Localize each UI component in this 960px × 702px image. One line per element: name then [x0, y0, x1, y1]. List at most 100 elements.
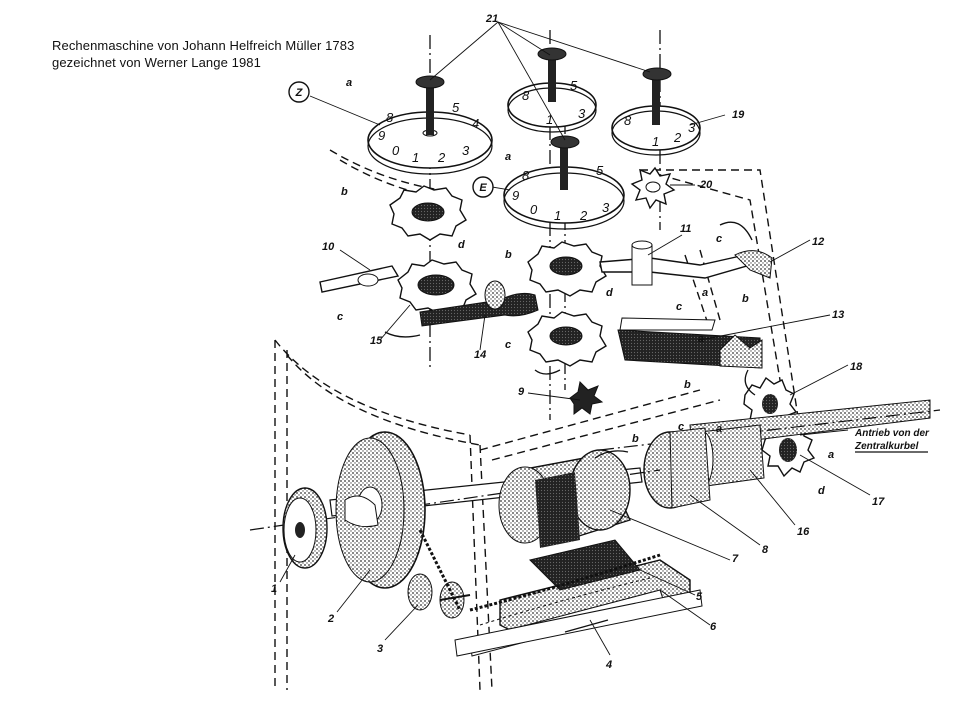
- dial-digit: 8: [522, 88, 530, 103]
- gear-b-left: [389, 185, 467, 241]
- dial-e: 8 9 0 1 2 3 5: [503, 135, 625, 230]
- leader-lines: [279, 21, 871, 656]
- letter-label: b: [742, 293, 749, 305]
- lever-10: [319, 265, 400, 293]
- dial-digit: 0: [530, 202, 538, 217]
- part-number: 4: [605, 659, 612, 671]
- letter-label: d: [606, 287, 613, 299]
- dial-digit: 1: [652, 134, 659, 149]
- letter-label: b: [505, 249, 512, 261]
- part-number: 17: [872, 496, 885, 508]
- drum-8: [643, 427, 711, 509]
- circle-label-e: E: [472, 176, 494, 198]
- letter-label: b: [684, 379, 691, 391]
- dial-digit: 0: [392, 143, 400, 158]
- dial-digit: 2: [579, 208, 588, 223]
- circle-label-z: Z: [288, 81, 310, 103]
- drive-label: Antrieb von der Zentralkurbel: [854, 428, 930, 453]
- star-wheel-20: [630, 166, 676, 210]
- knob-1: [282, 487, 328, 569]
- letter-label: a: [505, 151, 511, 163]
- part-number: 11: [680, 223, 691, 235]
- dial-digit: 1: [412, 150, 419, 165]
- dial-z: [367, 75, 493, 175]
- part-number: 20: [699, 179, 713, 191]
- pawl-12: [719, 221, 773, 279]
- motion-arrows: [384, 331, 756, 633]
- part-number: 2: [327, 613, 334, 625]
- drive-label-line-1: Antrieb von der: [854, 428, 930, 439]
- dial-digit: 3: [688, 120, 696, 135]
- part-numbers: 21 19 20 10 11 12 13 14 15 9 18 17 16 8 …: [271, 13, 885, 671]
- part-number: 13: [832, 309, 844, 321]
- dial-digit: 5: [570, 78, 578, 93]
- dial-tens: 8 5 1 3: [507, 47, 597, 133]
- dial-digit: 2: [673, 130, 682, 145]
- part-number: 7: [732, 553, 739, 565]
- letter-label: c: [337, 311, 343, 323]
- part-number: 5: [696, 591, 703, 603]
- circle-label-text: E: [479, 182, 487, 194]
- letter-label: c: [676, 301, 682, 313]
- letter-label: a: [828, 449, 834, 461]
- wheels-3: [407, 573, 471, 619]
- dial-digit: 2: [437, 150, 446, 165]
- letter-label: d: [818, 485, 825, 497]
- dial-digit: 4: [472, 116, 479, 131]
- part-number: 6: [710, 621, 717, 633]
- caption-line-1: Rechenmaschine von Johann Helfreich Müll…: [52, 38, 355, 53]
- dial-digit: 8: [624, 113, 632, 128]
- dial-digit: 9: [378, 128, 385, 143]
- chain: [418, 529, 661, 612]
- part-number: 10: [322, 241, 335, 253]
- part-number: 3: [377, 643, 383, 655]
- small-star-9: [569, 380, 604, 415]
- letter-label: d: [458, 239, 465, 251]
- lever-13: [617, 317, 763, 369]
- part-number: 9: [518, 386, 525, 398]
- caption-line-2: gezeichnet von Werner Lange 1981: [52, 55, 261, 70]
- letter-label: a: [702, 287, 708, 299]
- part-number: 14: [474, 349, 486, 361]
- dial-hundreds: 8 1 2 3: [611, 67, 701, 156]
- part-number: 15: [370, 335, 383, 347]
- dial-digit: 8: [386, 110, 394, 125]
- part-number: 8: [762, 544, 769, 556]
- part-number: 18: [850, 361, 863, 373]
- letter-label: a: [346, 77, 352, 89]
- drive-label-line-2: Zentralkurbel: [854, 441, 919, 452]
- letter-labels: a b d c a b d c c a b c a b b c a a d: [337, 77, 834, 497]
- dial-digit: 8: [522, 168, 530, 183]
- letter-label: b: [632, 433, 639, 445]
- dial-digit: 1: [546, 112, 553, 127]
- dial-digit: 9: [512, 188, 519, 203]
- letter-label: a: [716, 423, 722, 435]
- dial-digit: 1: [554, 208, 561, 223]
- dial-digit: 5: [452, 100, 460, 115]
- part-number: 1: [271, 583, 277, 595]
- gear-15: [397, 259, 477, 315]
- lower-shaft: [454, 589, 703, 657]
- letter-label: c: [678, 421, 684, 433]
- circle-label-text: Z: [295, 87, 304, 99]
- part-number: 12: [812, 236, 824, 248]
- dial-z-digits: 8 9 0 1 2 3 4 5: [378, 100, 479, 165]
- gear-c-lower: [527, 311, 607, 367]
- disc-2: [335, 431, 426, 589]
- dial-digit: 3: [602, 200, 610, 215]
- step-drum-7: [498, 449, 631, 548]
- part-number: 21: [485, 13, 498, 25]
- part-number: 16: [797, 526, 810, 538]
- letter-label: c: [716, 233, 722, 245]
- lever-11: [599, 240, 752, 286]
- lever-14: [419, 280, 539, 327]
- gear-b-center: [527, 241, 607, 297]
- dial-digit: 3: [462, 143, 470, 158]
- dial-digit: 3: [578, 106, 586, 121]
- part-number: 19: [732, 109, 745, 121]
- letter-label: a: [698, 333, 704, 345]
- letter-label: c: [505, 339, 511, 351]
- dial-digit: 5: [596, 163, 604, 178]
